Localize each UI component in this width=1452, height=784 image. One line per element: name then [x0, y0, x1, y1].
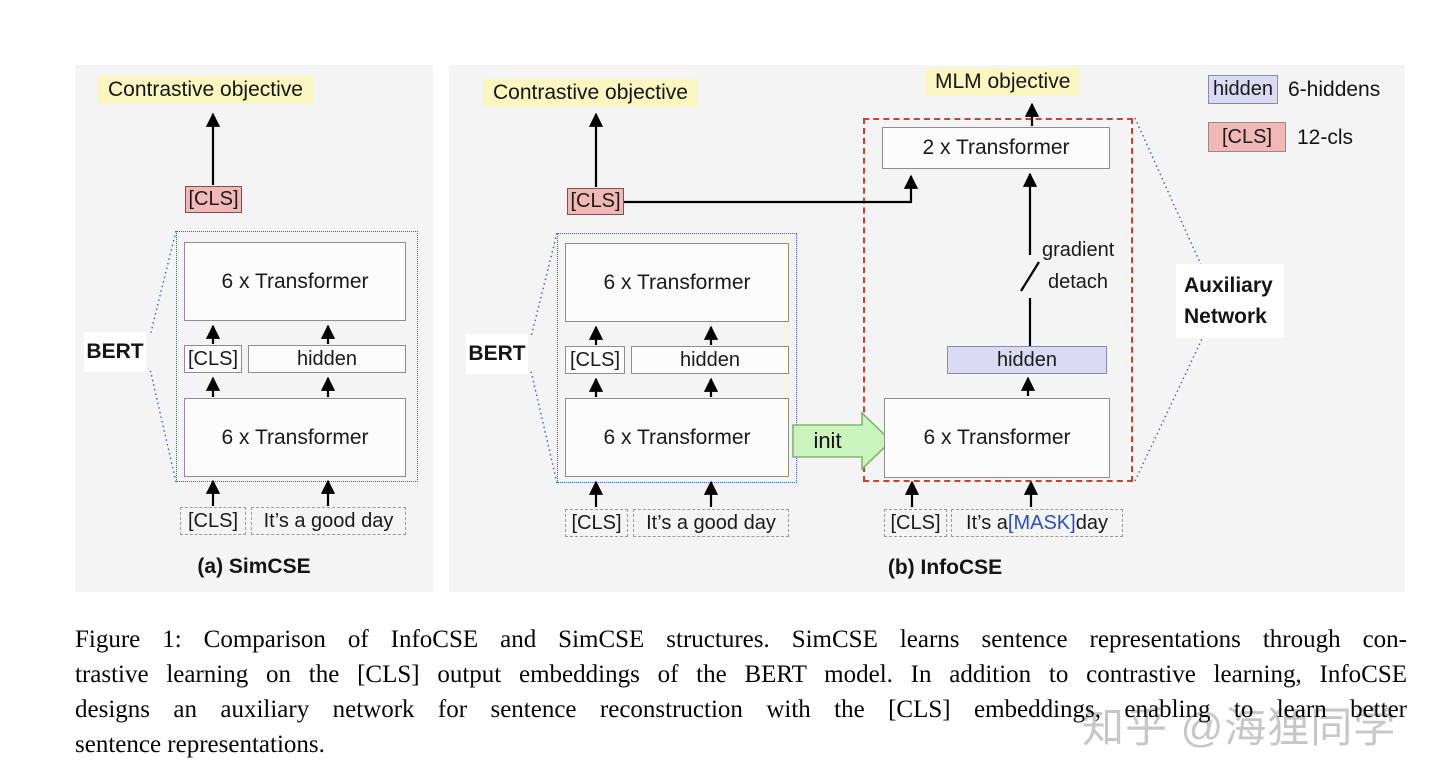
- aux-transformer6-box: 6 x Transformer: [884, 398, 1110, 478]
- cls-output-box-a: [CLS]: [185, 186, 242, 213]
- transformer-bottom-box-b: 6 x Transformer: [565, 398, 789, 477]
- auxiliary-network-border: [863, 118, 1133, 482]
- legend-cls-label: 12-cls: [1297, 126, 1354, 149]
- bert-region-border-a: [176, 231, 418, 482]
- auxiliary-network-label: Auxiliary Network: [1176, 264, 1284, 338]
- aux-brace-line: [1134, 321, 1211, 482]
- aux-brace-line: [1134, 117, 1211, 286]
- figure-caption-line: Figure 1: Comparison of InfoCSE and SimC…: [75, 626, 1407, 653]
- hidden-mid-box-b: hidden: [631, 346, 789, 374]
- figure-caption-line: designs an auxiliary network for sentenc…: [75, 696, 1407, 723]
- figure-caption-line: sentence representations.: [75, 731, 325, 758]
- panel-a-simcse: [75, 65, 433, 592]
- hidden-mid-box-a: hidden: [248, 345, 406, 373]
- contrastive-objective-label-b: Contrastive objective: [483, 79, 698, 107]
- input-cls-box-a: [CLS]: [180, 507, 246, 535]
- figure-caption-line: trastive learning on the [CLS] output em…: [75, 661, 1407, 688]
- legend-hidden-label: 6-hiddens: [1288, 78, 1381, 101]
- bert-brace-line: [530, 232, 558, 338]
- aux-input-cls-box: [CLS]: [884, 509, 947, 537]
- detach-slash: [1020, 261, 1040, 292]
- figure-caption: Figure 1: Comparison of InfoCSE and SimC…: [75, 622, 1407, 762]
- input-sentence-box-a: It’s a good day: [251, 507, 406, 535]
- transformer-bottom-box-a: 6 x Transformer: [184, 398, 406, 477]
- auxiliary-label-line2: Network: [1184, 305, 1267, 328]
- zhihu-watermark: 知乎 @海狸同学: [1082, 704, 1397, 751]
- transformer2-box: 2 x Transformer: [882, 127, 1110, 169]
- input-cls-box-b: [CLS]: [565, 509, 628, 537]
- bert-brace-line: [530, 370, 558, 484]
- figure-arrows-layer: [149, 102, 1211, 507]
- transformer-top-box-b: 6 x Transformer: [565, 243, 789, 322]
- cls-mid-box-b: [CLS]: [565, 346, 625, 374]
- detach-label: detach: [1048, 271, 1109, 293]
- init-arrow: [792, 411, 893, 471]
- dotted-connector-group: [149, 117, 1211, 484]
- arrow-cls-to-2xtransformer: [623, 174, 919, 204]
- panel-a-caption: (a) SimCSE: [197, 555, 311, 578]
- panel-b-caption: (b) InfoCSE: [887, 556, 1003, 579]
- transformer-top-box-a: 6 x Transformer: [184, 242, 406, 321]
- input-sentence-box-b: It’s a good day: [633, 509, 789, 537]
- bert-brace-line: [149, 230, 177, 337]
- aux-input-sentence-box: It’s a [MASK] day: [951, 509, 1123, 537]
- aux-input-pre: It’s a: [966, 511, 1008, 534]
- init-arrow-label: init: [813, 428, 842, 453]
- bert-brace-line: [149, 368, 177, 483]
- aux-input-mask-token: [MASK]: [1007, 511, 1076, 534]
- cls-output-box-b: [CLS]: [567, 188, 624, 215]
- aux-input-post: day: [1075, 511, 1108, 534]
- aux-hidden-box: hidden: [947, 346, 1107, 374]
- auxiliary-label-line1: Auxiliary: [1184, 274, 1273, 297]
- cls-mid-box-a: [CLS]: [184, 345, 242, 373]
- gradient-label: gradient: [1042, 239, 1115, 261]
- mlm-objective-label: MLM objective: [925, 68, 1081, 96]
- bert-label-b: BERT: [466, 334, 528, 374]
- bert-region-border-b: [557, 233, 797, 483]
- bert-label-a: BERT: [84, 332, 146, 372]
- contrastive-objective-label-a: Contrastive objective: [98, 76, 313, 104]
- arrow-group: [205, 102, 1040, 507]
- legend-hidden-swatch: hidden: [1208, 75, 1278, 104]
- legend-cls-swatch: [CLS]: [1208, 122, 1286, 152]
